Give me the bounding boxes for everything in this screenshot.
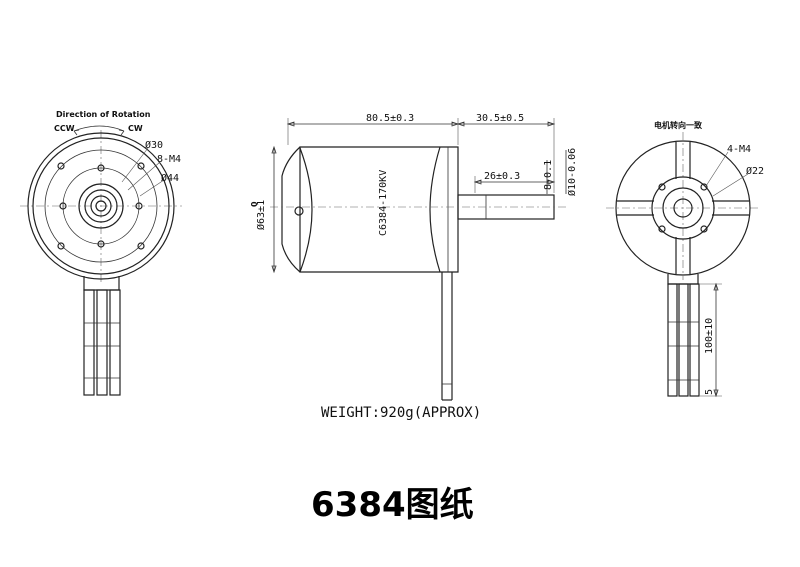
mount-hole [97, 164, 105, 172]
left-front-view: Direction of Rotation CCW CW Ø30 8-M4 Ø4… [20, 110, 182, 396]
lead-wire [96, 289, 108, 396]
bolt-circle-44 [44, 149, 158, 263]
body-rear-curve [429, 146, 441, 273]
spoke [712, 200, 749, 216]
mount-hole [97, 240, 105, 248]
side-lead [441, 272, 453, 400]
rear-hole [700, 183, 708, 191]
leader-30 [121, 147, 149, 183]
rotation-arrows [73, 129, 125, 136]
dim-arrows [713, 282, 719, 398]
right-rear-view: 电机转向一致 4-M4 Ø22 100±10 [606, 120, 764, 398]
rear-shaft [673, 198, 693, 218]
lead-wire [83, 289, 95, 396]
dia-22-label: Ø22 [746, 165, 764, 177]
outer-circle-2 [32, 137, 170, 275]
outer-circle [27, 132, 175, 280]
rear-outer [615, 140, 751, 276]
shaft-circle [90, 195, 112, 217]
bolt-circle-30 [62, 167, 140, 245]
dia-step-label: 8-0.1 [543, 160, 554, 190]
rotation-title: Direction of Rotation [56, 110, 151, 119]
mount-hole [57, 162, 65, 170]
lead-length-label: 100±10 [704, 318, 715, 354]
lead-wire [667, 283, 678, 397]
leader-22 [712, 173, 749, 197]
rear-holes-label: 4-M4 [727, 144, 751, 155]
hub-inner [84, 189, 118, 223]
spoke [675, 237, 691, 274]
leader-m4 [127, 161, 161, 191]
lead-wire [109, 289, 121, 396]
side-screw [294, 206, 304, 216]
rear-inner [662, 187, 704, 229]
leader-44 [139, 179, 165, 197]
spoke [675, 142, 691, 179]
lead-wire [678, 283, 689, 397]
dim-arrows [473, 179, 556, 185]
dim-arrows [286, 121, 556, 127]
mount-hole [59, 202, 67, 210]
rear-hole [658, 225, 666, 233]
dia-44-label: Ø44 [161, 172, 179, 184]
leader-m4 [705, 151, 729, 187]
dia-body-label: Ø63±1 [255, 200, 267, 230]
drawing-title: 6384图纸 [311, 485, 474, 525]
model-label: C6384-170KV [378, 170, 389, 236]
rotation-note: 电机转向一致 [654, 120, 703, 130]
mount-hole [135, 202, 143, 210]
motor-body [299, 146, 459, 273]
rear-hole [658, 183, 666, 191]
mount-hole [137, 162, 145, 170]
shaft-core [95, 200, 107, 212]
side-view: 80.5±0.3 30.5±0.5 26±0.3 Ø63±1 0 C6384-1… [250, 113, 578, 401]
lead-end-label: 5 [704, 389, 715, 395]
ccw-label: CCW [54, 124, 75, 133]
mount-hole [57, 242, 65, 250]
holes-label: 8-M4 [157, 154, 181, 165]
length-shaft-label: 26±0.3 [484, 171, 520, 182]
cw-label: CW [128, 124, 143, 133]
dim-arrows [271, 145, 277, 274]
body-tolerance: 0 [250, 201, 259, 207]
body-front-bevel [281, 146, 301, 273]
length-body-label: 80.5±0.3 [366, 113, 414, 124]
length-shaft-total-label: 30.5±0.5 [476, 113, 524, 124]
rear-hub [651, 176, 715, 240]
weight-label: WEIGHT:920g(APPROX) [321, 405, 481, 421]
lead-wire [689, 283, 700, 397]
spoke [617, 200, 654, 216]
dia-30-label: Ø30 [145, 139, 163, 151]
dia-shaft-label: Ø10-0.06 [566, 148, 578, 196]
rear-hole [700, 225, 708, 233]
body-curve [299, 147, 313, 273]
mount-hole [137, 242, 145, 250]
rotation-arc [73, 125, 125, 132]
hub-circle [78, 183, 124, 229]
